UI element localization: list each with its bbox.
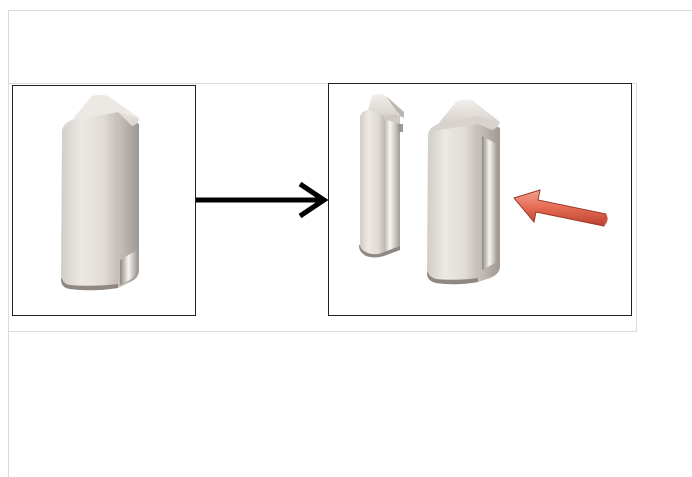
connector-arrow: [196, 181, 329, 219]
indicator-arrow: [513, 189, 608, 227]
split-part-right: [427, 99, 500, 285]
solid-part: [61, 95, 139, 291]
split-part-left: [359, 94, 404, 258]
